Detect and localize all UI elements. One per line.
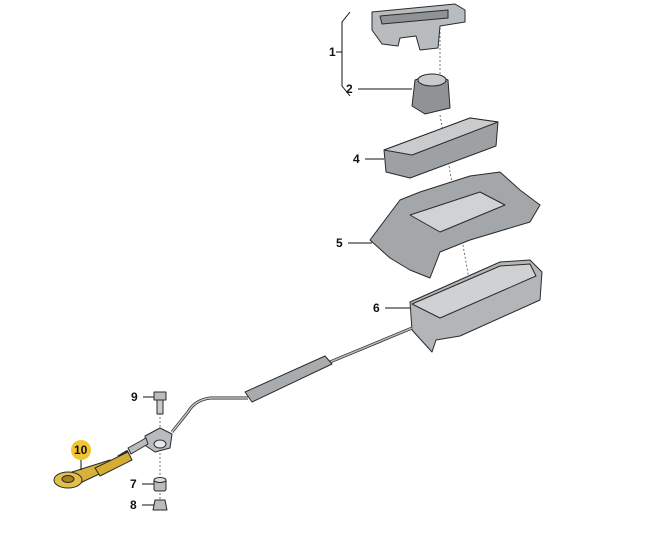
part-4-cover-pad (383, 117, 499, 179)
callout-4: 4 (353, 152, 360, 166)
selector-cable (117, 326, 413, 459)
callout-7: 7 (130, 477, 137, 491)
callout-9: 9 (131, 390, 138, 404)
callout-10: 10 (74, 443, 88, 457)
part-6-gear-selector-housing (409, 259, 543, 353)
part-5-bracket-frame (369, 171, 541, 279)
callout-2: 2 (346, 82, 353, 96)
part-10-ball-socket (53, 451, 133, 489)
part-1-selector-cover (371, 3, 466, 51)
part-9-bolt (153, 391, 167, 415)
part-7-bushing (153, 477, 167, 492)
callout-6: 6 (373, 301, 380, 315)
part-8-sleeve (152, 499, 168, 511)
callout-8: 8 (130, 498, 137, 512)
callout-5: 5 (336, 236, 343, 250)
part-2-switch (411, 73, 451, 115)
callout-1-bracket (336, 11, 351, 97)
callout-1: 1 (329, 45, 336, 59)
callout-10-highlight (71, 440, 91, 460)
